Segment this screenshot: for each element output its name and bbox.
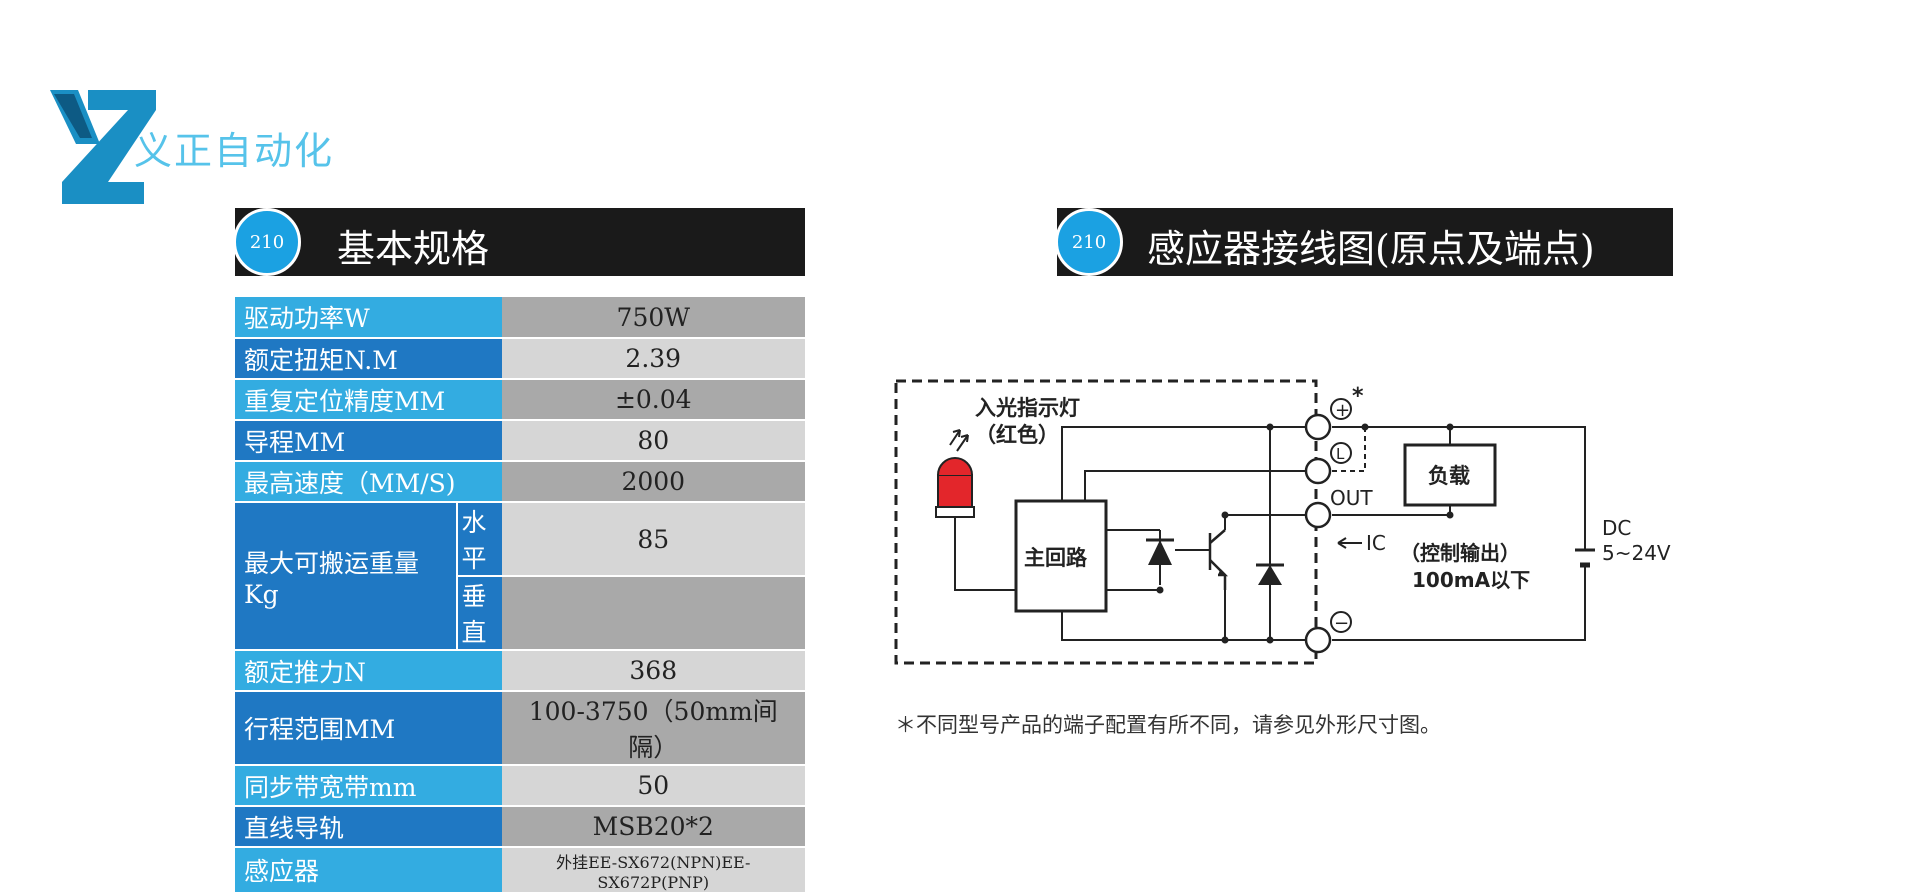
- table-row: 直线导轨 MSB20*2: [235, 806, 805, 848]
- table-row: 感应器 外挂EE-SX672(NPN)EE-SX672P(PNP): [235, 847, 805, 894]
- table-row: 行程范围MM 100-3750（50mm间隔）: [235, 691, 805, 766]
- terminal-l-icon: L: [1330, 442, 1352, 464]
- brand-logo-icon: [50, 90, 156, 204]
- table-row: 驱动功率W 750W: [235, 297, 805, 339]
- spec-table: 驱动功率W 750W 额定扭矩N.M 2.39 重复定位精度MM ±0.04 导…: [235, 297, 805, 894]
- spec-key: 直线导轨: [235, 806, 502, 848]
- asterisk-mark: *: [1352, 384, 1364, 409]
- wiring-diagram: 入光指示灯 （红色） 主回路: [894, 379, 1671, 665]
- load-box: [1403, 443, 1497, 507]
- main-circuit-box: [1014, 499, 1108, 613]
- dc-label: DC: [1602, 516, 1631, 540]
- spec-value: MSB20*2: [501, 806, 805, 848]
- spec-value: 85: [501, 502, 805, 577]
- table-row: 最高速度（MM/S) 2000: [235, 461, 805, 503]
- zener-diode-icon: [1146, 538, 1284, 585]
- table-row: 同步带宽带mm 50: [235, 765, 805, 807]
- wiring-section-header: 210 感应器接线图(原点及端点): [1055, 208, 1673, 276]
- footnote: ＊不同型号产品的端子配置有所不同，请参见外形尺寸图。: [895, 713, 1441, 737]
- transistor-icon: [1208, 529, 1229, 590]
- table-row: 重复定位精度MM ±0.04: [235, 379, 805, 421]
- table-row: 最大可搬运重量Kg 水平 85: [235, 502, 805, 651]
- dc-battery-icon: [1575, 548, 1595, 568]
- indicator-label: 入光指示灯: [975, 396, 1080, 420]
- spec-key: 最高速度（MM/S): [235, 461, 502, 503]
- spec-key: 额定推力N: [235, 650, 502, 692]
- spec-section-header: 210 基本规格: [233, 208, 805, 276]
- spec-key: 感应器: [235, 847, 502, 894]
- spec-value: 2000: [501, 461, 805, 503]
- spec-key: 驱动功率W: [235, 297, 502, 339]
- spec-value: 750W: [501, 297, 805, 339]
- indicator-color-label: （红色）: [975, 423, 1059, 447]
- spec-key: 导程MM: [235, 420, 502, 462]
- svg-text:+: +: [1335, 400, 1350, 421]
- section-badge: 210: [233, 208, 301, 276]
- spec-value: ±0.04: [501, 379, 805, 421]
- terminal-icon: [1304, 413, 1332, 654]
- section-title: 基本规格: [337, 227, 490, 271]
- table-row: 垂直: [235, 576, 805, 651]
- terminal-minus-icon: −: [1330, 611, 1352, 634]
- current-label: 100mA以下: [1412, 568, 1530, 592]
- svg-text:L: L: [1336, 445, 1345, 463]
- spec-key: 额定扭矩N.M: [235, 338, 502, 380]
- load-label: 负载: [1428, 464, 1470, 488]
- terminal-plus-icon: +: [1330, 398, 1352, 421]
- spec-key: 重复定位精度MM: [235, 379, 502, 421]
- spec-value: 50: [501, 765, 805, 807]
- ic-arrow-icon: [1337, 537, 1362, 549]
- brand-name: 义正自动化: [134, 129, 335, 173]
- spec-value: 外挂EE-SX672(NPN)EE-SX672P(PNP): [501, 847, 805, 894]
- spec-value: 2.39: [501, 338, 805, 380]
- voltage-label: 5~24V: [1602, 541, 1671, 565]
- spec-value: 368: [501, 650, 805, 692]
- table-row: 导程MM 80: [235, 420, 805, 462]
- table-row: 额定扭矩N.M 2.39: [235, 338, 805, 380]
- spec-value: 80: [501, 420, 805, 462]
- ic-label: IC: [1366, 531, 1386, 555]
- spec-key: 同步带宽带mm: [235, 765, 502, 807]
- spec-key: 行程范围MM: [235, 691, 502, 766]
- section-badge: 210: [1055, 208, 1123, 276]
- spec-value: 100-3750（50mm间隔）: [501, 691, 805, 766]
- section-title: 感应器接线图(原点及端点): [1147, 227, 1595, 271]
- control-output-label: （控制输出）: [1400, 541, 1520, 565]
- main-circuit-label: 主回路: [1024, 546, 1088, 570]
- table-row: 额定推力N 368: [235, 650, 805, 692]
- svg-text:−: −: [1334, 613, 1349, 634]
- spec-key: 最大可搬运重量Kg: [235, 502, 457, 651]
- spec-subkey: 水平: [455, 502, 502, 577]
- spec-value: [501, 576, 805, 651]
- spec-subkey: 垂直: [455, 576, 502, 651]
- indicator-led-icon: [935, 429, 975, 518]
- out-label: OUT: [1330, 486, 1373, 510]
